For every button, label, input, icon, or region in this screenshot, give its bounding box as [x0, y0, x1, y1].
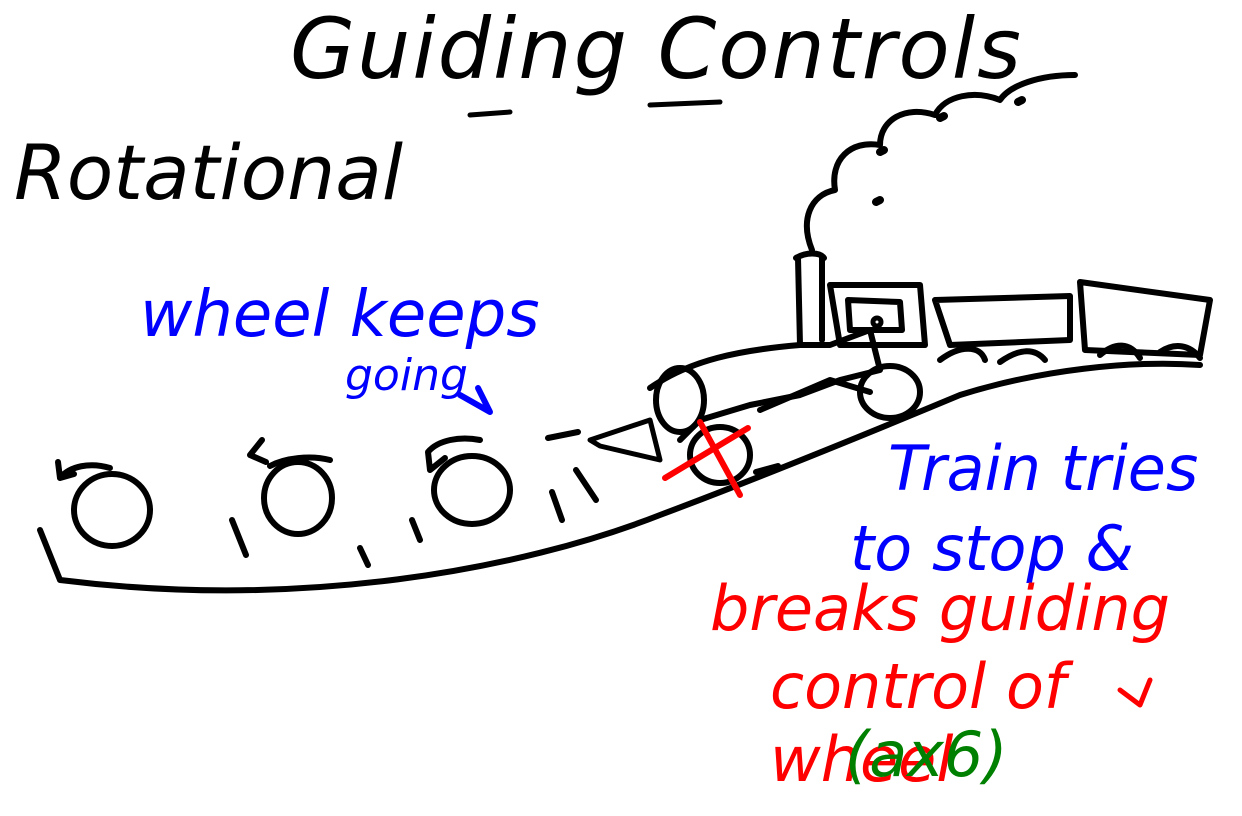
rotation-arrow-1	[55, 459, 113, 481]
note-reference: (ax6)	[845, 718, 1008, 791]
smoke-dots	[872, 96, 1026, 206]
train-boiler-front	[653, 365, 707, 435]
guiding-arrow	[1117, 677, 1153, 708]
section-heading: Rotational	[14, 128, 403, 217]
cab-window-dot	[870, 315, 884, 329]
red-x-mark	[662, 419, 751, 498]
rotation-arrow-2	[247, 437, 333, 469]
note-to-stop: to stop &	[850, 512, 1134, 585]
train-cab	[827, 282, 928, 348]
train-cow-catcher	[587, 417, 663, 463]
going-arrow	[457, 385, 493, 415]
rolling-wheel-2	[261, 459, 335, 537]
smoke-cloud	[803, 72, 1078, 253]
rolling-wheel-1	[71, 471, 153, 549]
title-underline	[467, 99, 723, 118]
rolling-wheel-3	[431, 453, 513, 527]
broken-wheel	[687, 424, 753, 486]
note-wheel-keeps: wheel keeps	[140, 278, 540, 352]
note-going: going	[345, 350, 468, 401]
rotation-arrow-3	[425, 435, 483, 473]
ground-line	[37, 360, 1203, 594]
note-breaks-guiding: breaks guiding	[710, 572, 1171, 645]
connecting-rod	[757, 377, 873, 413]
smokestack	[793, 250, 827, 348]
page-title: Guiding Controls	[290, 0, 1023, 98]
track-ticks	[229, 429, 781, 568]
note-control-of-wheel: control of wheel	[770, 650, 1066, 796]
note-train-tries: Train tries	[888, 432, 1199, 505]
coal-car	[932, 279, 1213, 358]
coal-car-wheels	[937, 342, 1203, 365]
